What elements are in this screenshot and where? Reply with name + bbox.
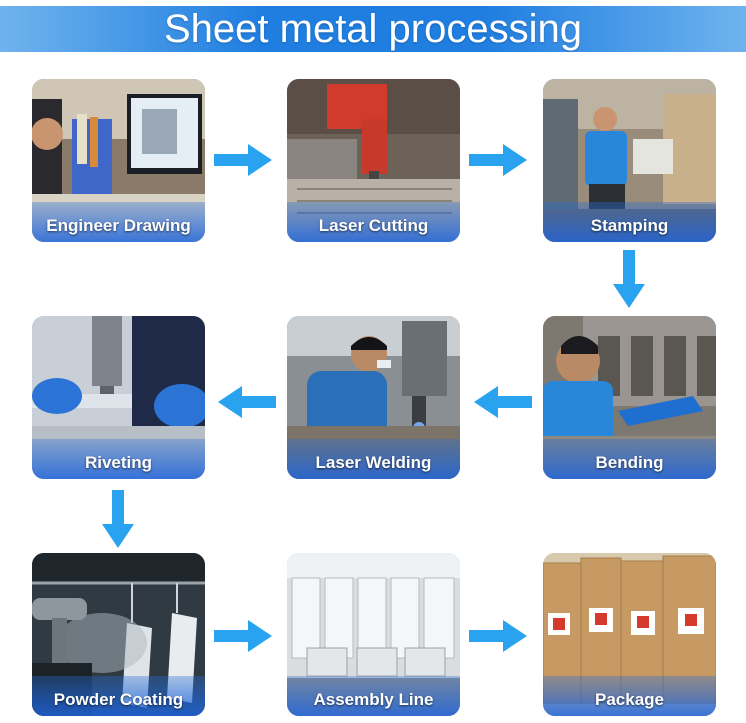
- arrow-left-icon: [218, 386, 276, 418]
- arrow-left-icon: [474, 386, 532, 418]
- step-label: Laser Welding: [315, 453, 432, 472]
- step-label: Powder Coating: [53, 690, 184, 709]
- step-riveting: Riveting: [32, 316, 205, 479]
- caption-bar: [32, 202, 205, 242]
- step-powder-coating: Powder Coating: [32, 553, 205, 716]
- arrow-right-icon: [469, 144, 527, 176]
- arrow-right-icon: [214, 620, 272, 652]
- arrow-right-icon: [214, 144, 272, 176]
- step-label: Engineer Drawing: [46, 216, 191, 235]
- step-package: Package: [543, 553, 716, 716]
- laser-cutting-photo: [287, 79, 460, 242]
- arrow-down-icon: [102, 490, 134, 548]
- arrow-right-icon: [469, 620, 527, 652]
- step-laser-cutting: Laser Cutting: [287, 79, 460, 242]
- step-label: Stamping: [590, 216, 669, 235]
- caption-bar: [287, 439, 460, 479]
- step-label: Package: [595, 690, 664, 709]
- step-label: Riveting: [84, 453, 153, 472]
- step-assembly-line: Assembly Line: [287, 553, 460, 716]
- step-label: Laser Cutting: [318, 216, 429, 235]
- arrow-down-icon: [613, 250, 645, 308]
- caption-bar: [543, 439, 716, 479]
- caption-bar: [543, 202, 716, 242]
- caption-bar: [287, 202, 460, 242]
- step-label: Assembly Line: [313, 690, 434, 709]
- caption-bar: [32, 439, 205, 479]
- caption-bar: [287, 676, 460, 716]
- caption-bar: [32, 676, 205, 716]
- step-stamping: Stamping: [543, 79, 716, 242]
- caption-bar: [543, 676, 716, 716]
- step-engineer-drawing: Engineer Drawing: [32, 79, 205, 242]
- step-label: Bending: [595, 453, 664, 472]
- step-laser-welding: Laser Welding: [287, 316, 460, 479]
- step-bending: Bending: [543, 316, 716, 479]
- page-title: Sheet metal processing: [163, 7, 582, 51]
- title-banner: [0, 6, 746, 52]
